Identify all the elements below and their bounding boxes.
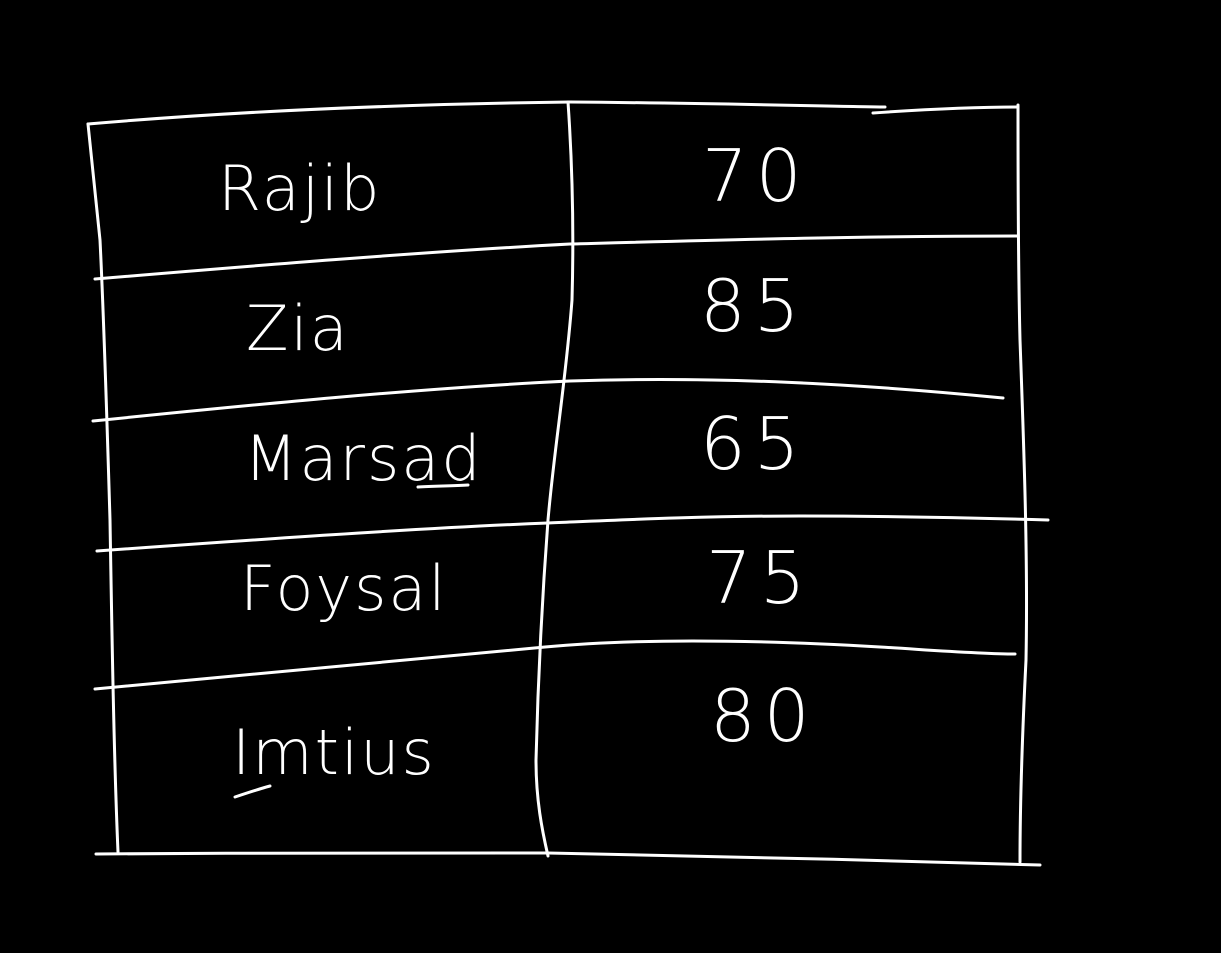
row-divider-3 <box>95 514 1050 553</box>
table-right-border <box>1016 103 1029 864</box>
table-bottom-border <box>94 851 1042 867</box>
row-5-score: 80 <box>710 674 818 758</box>
table-top-border <box>86 100 1020 126</box>
row-1-score: 70 <box>702 134 810 218</box>
underline-marsad <box>416 483 470 489</box>
row-4-score: 75 <box>706 536 814 620</box>
table-left-border <box>86 122 120 854</box>
row-5-name: Imtius <box>232 716 436 789</box>
row-4-name: Foysal <box>240 552 448 625</box>
row-3-score: 65 <box>700 402 808 486</box>
table-column-divider <box>534 100 575 858</box>
row-divider-4 <box>93 639 1017 691</box>
row-1-name: Rajib <box>218 152 382 225</box>
row-2-score: 85 <box>700 264 808 348</box>
row-2-name: Zia <box>246 292 350 365</box>
underline-imtius <box>233 784 272 799</box>
row-divider-1 <box>93 234 1020 281</box>
row-3-name: Marsad <box>244 422 483 495</box>
row-divider-2 <box>91 378 1005 423</box>
